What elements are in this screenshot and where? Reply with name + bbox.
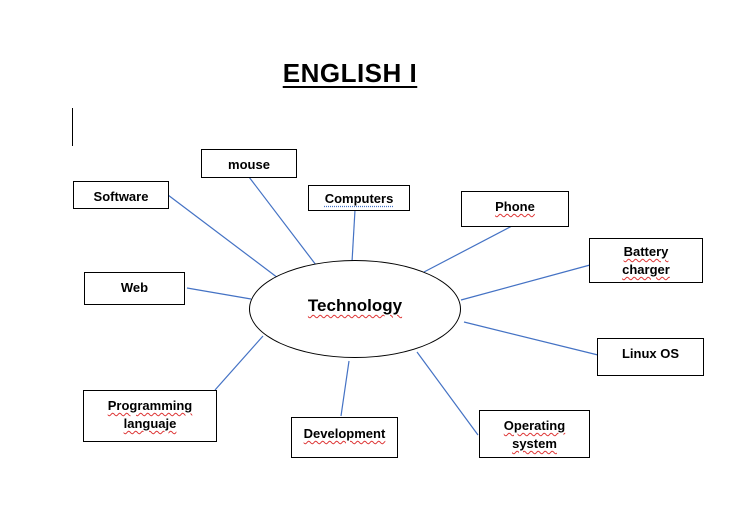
node-phone[interactable]: Phone [461,191,569,227]
connector-development [340,360,350,417]
node-mouse[interactable]: mouse [201,149,297,178]
node-computers-label: Computers [324,191,394,206]
node-battery-charger[interactable]: Battery charger [589,238,703,283]
node-battery-label-line2: charger [622,262,670,277]
node-web[interactable]: Web [84,272,185,305]
node-phone-label: Phone [495,199,535,214]
node-linux-label: Linux OS [621,346,680,361]
node-computers[interactable]: Computers [308,185,410,211]
node-web-label: Web [120,280,149,295]
node-mouse-label: mouse [228,157,270,172]
connector-battery [460,264,591,301]
node-os-label-line1: Operating [503,418,566,433]
center-node-technology[interactable]: Technology [249,260,461,358]
node-software[interactable]: Software [73,181,169,209]
node-os-label-line2: system [512,436,557,451]
center-node-label: Technology [307,296,403,315]
document-title: ENGLISH I [282,58,418,88]
node-programming-language[interactable]: Programming languaje [83,390,217,442]
connector-phone [423,225,513,273]
connector-programming [214,335,264,391]
node-battery-label-line1: Battery [623,244,669,259]
node-development-label: Development [303,426,386,441]
node-software-label: Software [93,189,149,204]
connector-linux [463,321,599,356]
connector-os [416,351,479,436]
text-cursor [72,108,73,146]
connector-web [186,287,252,300]
connector-mouse [248,176,317,266]
node-programming-label-line2: languaje [123,416,177,431]
connector-computers [351,209,356,263]
node-operating-system[interactable]: Operating system [479,410,590,458]
node-development[interactable]: Development [291,417,398,458]
node-linux-os[interactable]: Linux OS [597,338,704,376]
node-programming-label-line1: Programming [107,398,193,413]
connector-software [167,194,279,279]
